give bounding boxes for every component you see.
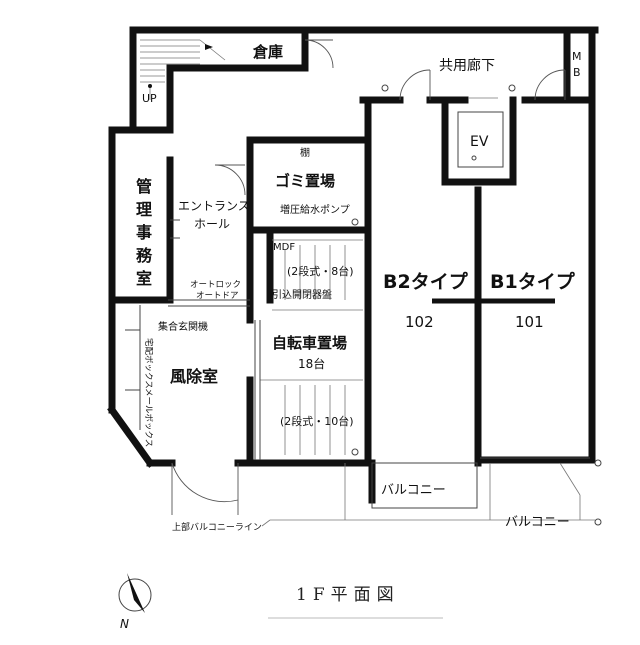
autolock-label-2: オートドア	[196, 291, 239, 301]
mdf-label: MDF	[273, 242, 295, 253]
autolock-label-1: オートロック	[190, 280, 241, 290]
ev-label: EV	[470, 134, 489, 150]
garbage-label: ゴミ置場	[275, 172, 335, 190]
b2-number-label: 102	[405, 313, 434, 331]
entrance-hall-label-2: ホール	[194, 217, 230, 231]
upper-balcony-line-label: 上部バルコニーライン	[172, 521, 262, 533]
thin-details	[125, 39, 602, 619]
labels: 倉庫 共用廊下 M B UP EV 棚 ゴミ置場 増圧給水ポンプ 管 理 事 務…	[136, 43, 582, 533]
mb-label-b: B	[573, 66, 581, 79]
management-char: 室	[136, 269, 152, 288]
compass-circle-icon	[118, 578, 152, 612]
management-char: 務	[136, 246, 153, 265]
shelf-label: 棚	[300, 146, 310, 159]
mb-label-m: M	[572, 50, 582, 63]
storage-label: 倉庫	[252, 43, 283, 61]
north-arrow: N	[118, 573, 152, 631]
switchboard-label: 引込開閉器盤	[272, 288, 332, 301]
b1-number-label: 101	[515, 313, 544, 331]
bike-lower-label: (2段式・10台)	[280, 414, 354, 428]
north-label: N	[120, 617, 129, 631]
management-char: 管	[136, 177, 152, 196]
bike-parking-label: 自転車置場	[272, 334, 347, 352]
bike-upper-label: (2段式・8台)	[287, 264, 354, 278]
pump-label: 増圧給水ポンプ	[280, 203, 350, 216]
windbreak-room-label: 風除室	[170, 367, 218, 386]
b2-type-label: B2タイプ	[383, 270, 469, 293]
balcony-left-label: バルコニー	[381, 483, 446, 498]
interior-walls	[246, 26, 596, 467]
exterior-walls	[107, 26, 599, 504]
management-char: 理	[136, 200, 152, 219]
entrance-hall-label-1: エントランス	[178, 199, 250, 213]
balcony-right-label: バルコニー	[505, 515, 570, 530]
b1-type-label: B1タイプ	[490, 270, 576, 293]
management-office-label: 管 理 事 務 室	[136, 177, 153, 288]
intercom-label: 集合玄関機	[158, 320, 208, 333]
corridor-label: 共用廊下	[439, 57, 495, 74]
up-label: UP	[142, 92, 157, 105]
delivery-box-label: 宅配ボックス	[143, 338, 154, 389]
mailbox-label: メールボックス	[143, 388, 153, 447]
management-char: 事	[136, 223, 152, 242]
bike-count-label: 18台	[298, 356, 325, 371]
stairs	[140, 39, 226, 100]
floor-plan-title: 1F平面図	[296, 585, 400, 605]
north-arrow-icon	[127, 573, 145, 613]
